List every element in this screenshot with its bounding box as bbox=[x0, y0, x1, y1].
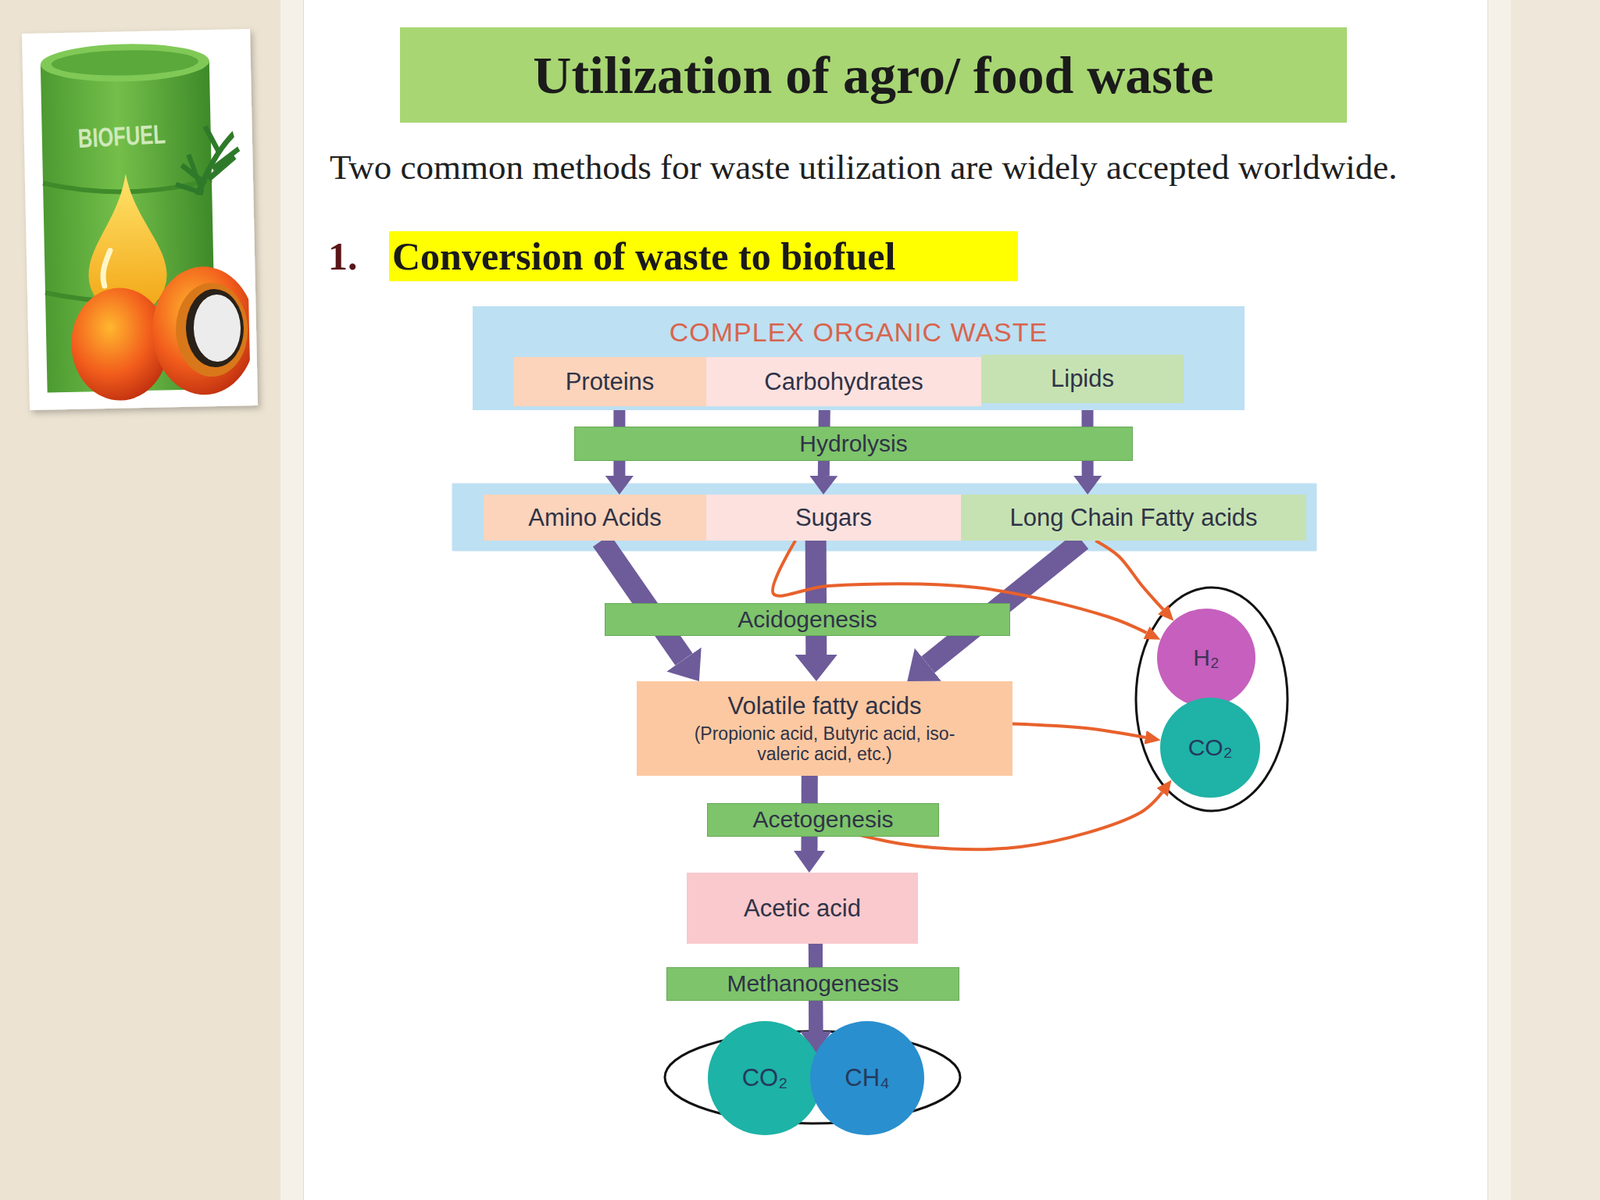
node-label: Hydrolysis bbox=[799, 430, 908, 458]
gas-group-outline bbox=[1135, 587, 1288, 811]
process-bar: Methanogenesis bbox=[666, 967, 960, 1001]
node-label: Acetogenesis bbox=[752, 806, 893, 834]
flow-arrow bbox=[805, 540, 828, 655]
node-label: CO₂ bbox=[742, 1064, 789, 1093]
input-box: Carbohydrates bbox=[706, 357, 982, 407]
palm-frond bbox=[174, 124, 242, 197]
node-label: Acetic acid bbox=[743, 894, 861, 923]
node-label: Methanogenesis bbox=[726, 970, 899, 998]
page-edge bbox=[1487, 0, 1511, 1200]
list-number: 1. bbox=[328, 231, 358, 282]
node-label: Sugars bbox=[795, 503, 872, 533]
biofuel-illustration bbox=[0, 0, 282, 438]
circle-fill bbox=[707, 1021, 822, 1136]
product-box: Volatile fatty acids(Propionic acid, But… bbox=[636, 681, 1013, 776]
product-box: Long Chain Fatty acids bbox=[960, 494, 1307, 541]
title-box: Utilization of agro/ food waste bbox=[400, 27, 1347, 123]
node-label: CH₄ bbox=[844, 1064, 890, 1093]
gas-circle: H₂ bbox=[1157, 608, 1256, 708]
palm-fruit bbox=[150, 265, 251, 397]
gas-circle: CO₂ bbox=[707, 1021, 822, 1136]
circle-fill bbox=[810, 1021, 925, 1136]
node-label: COMPLEX ORGANIC WASTE bbox=[669, 317, 1048, 348]
node-label: Proteins bbox=[565, 367, 655, 397]
process-bar: Hydrolysis bbox=[574, 426, 1133, 461]
node-label: H₂ bbox=[1192, 644, 1219, 672]
circle-fill bbox=[1160, 697, 1261, 798]
input-box: Lipids bbox=[981, 354, 1184, 404]
node-label: Volatile fatty acids bbox=[727, 692, 922, 721]
page-edge bbox=[280, 0, 304, 1200]
product-box: Acetic acid bbox=[686, 872, 918, 944]
photo-frame bbox=[21, 28, 258, 411]
section-heading: Conversion of waste to biofuel bbox=[392, 231, 896, 282]
circle-fill bbox=[1157, 608, 1256, 708]
product-box: Amino Acids bbox=[483, 494, 707, 541]
flow-arrow bbox=[601, 540, 684, 660]
gas-arrow bbox=[1095, 540, 1163, 610]
subtitle-text: Two common methods for waste utilization… bbox=[329, 145, 1397, 190]
gas-arrow bbox=[1012, 723, 1146, 738]
node-label: Carbohydrates bbox=[764, 367, 923, 397]
node-detail: (Propionic acid, Butyric acid, iso-valer… bbox=[672, 723, 978, 765]
product-box: Sugars bbox=[706, 494, 961, 541]
barrel-label: BIOFUEL bbox=[77, 118, 167, 154]
input-box: Proteins bbox=[513, 357, 707, 407]
gas-circle: CH₄ bbox=[810, 1021, 925, 1136]
node-label: Lipids bbox=[1050, 364, 1115, 393]
node-label: Amino Acids bbox=[528, 503, 662, 533]
node-label: CO₂ bbox=[1188, 734, 1233, 762]
gas-circle: CO₂ bbox=[1160, 697, 1261, 798]
waste-band: COMPLEX ORGANIC WASTE Proteins Carbohydrat… bbox=[472, 306, 1245, 411]
node-label: Acidogenesis bbox=[737, 606, 877, 634]
slide-title: Utilization of agro/ food waste bbox=[400, 27, 1347, 123]
node-label: Long Chain Fatty acids bbox=[1009, 503, 1258, 533]
process-bar: Acidogenesis bbox=[604, 603, 1011, 636]
process-bar: Acetogenesis bbox=[707, 803, 940, 837]
